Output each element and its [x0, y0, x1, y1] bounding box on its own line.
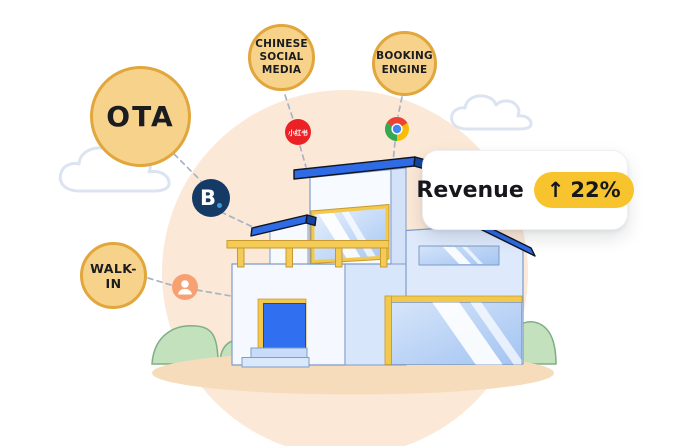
channel-bubble-ota: OTA: [90, 66, 191, 167]
channel-label-line: BOOKING: [376, 50, 433, 63]
channel-label-line: ENGINE: [381, 63, 428, 76]
xiaohongshu-icon: 小红书: [285, 119, 311, 145]
big-window-trim-left: [384, 295, 392, 365]
step-top: [250, 347, 308, 359]
roof-left-cap: [305, 214, 317, 227]
revenue-card: Revenue ↑ 22%: [416, 150, 634, 230]
booking-com-letter: B: [199, 185, 216, 210]
channel-bubble-booking-engine: BOOKING ENGINE: [372, 31, 437, 96]
cloud-right: [450, 94, 533, 131]
xiaohongshu-text: 小红书: [288, 129, 308, 137]
channel-label-line: CHINESE: [255, 38, 308, 51]
revenue-label: Revenue: [416, 177, 524, 203]
tower-side: [390, 167, 407, 265]
revenue-delta-badge: ↑ 22%: [533, 172, 634, 208]
walk-in-person-icon: [172, 274, 198, 300]
step-bottom: [241, 357, 310, 368]
channel-label-line: MEDIA: [261, 63, 302, 76]
channel-label: OTA: [106, 100, 175, 133]
channel-label: WALK-IN: [90, 260, 137, 291]
channel-bubble-chinese-social-media: CHINESE SOCIAL MEDIA: [248, 24, 315, 91]
person-glyph: [178, 280, 192, 295]
booking-com-dot: [217, 203, 222, 208]
channel-bubble-walk-in: WALK-IN: [80, 242, 147, 309]
small-window-reflections: [442, 247, 484, 264]
chrome-icon: [384, 116, 410, 142]
up-arrow-icon: ↑: [546, 178, 565, 202]
revenue-delta-value: 22%: [570, 178, 621, 202]
balcony-railing: [226, 240, 390, 268]
house: [226, 156, 536, 368]
big-window-reflections: [432, 302, 522, 365]
big-window-trim-top: [384, 295, 523, 303]
channel-label-line: SOCIAL: [259, 51, 304, 64]
connector-lines: [147, 94, 403, 297]
booking-com-icon: B: [192, 179, 230, 217]
chrome-icon-glyph: [385, 117, 409, 141]
bush-left: [151, 325, 219, 365]
